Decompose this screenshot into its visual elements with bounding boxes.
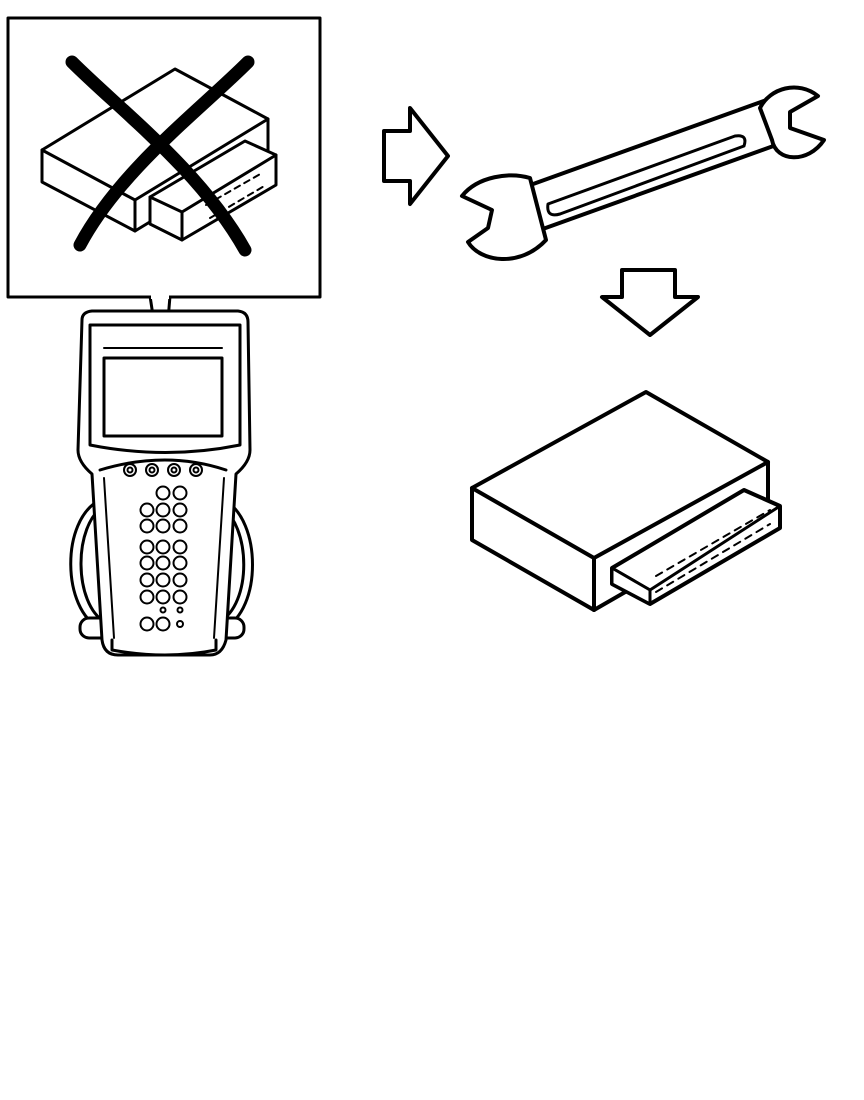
arrow-right-icon	[382, 106, 450, 206]
control-module-icon	[470, 390, 782, 612]
cross-out-icon	[65, 55, 255, 257]
wrench-icon	[460, 85, 826, 261]
scan-tool-icon	[69, 309, 254, 657]
arrow-down-icon	[600, 268, 700, 337]
